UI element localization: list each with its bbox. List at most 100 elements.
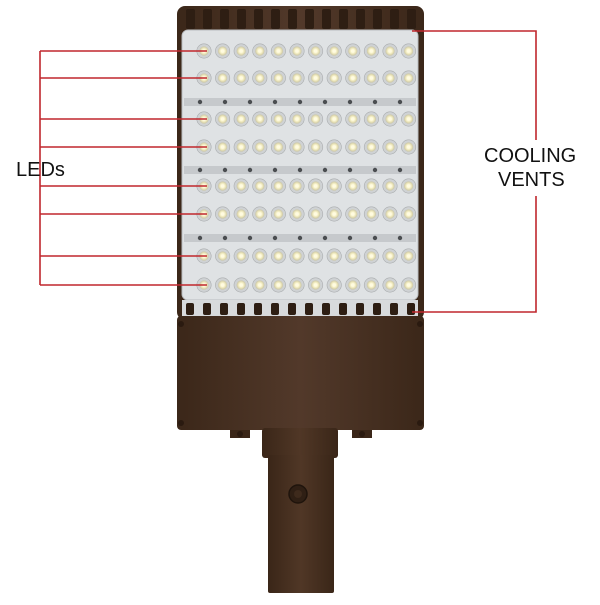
led (215, 277, 231, 293)
led (401, 139, 417, 155)
callout-line (412, 30, 537, 140)
led (289, 248, 305, 264)
led (289, 111, 305, 127)
led (215, 70, 231, 86)
led (252, 70, 268, 86)
leds-callout-bracket (39, 50, 207, 286)
screw-icon (417, 321, 423, 327)
led (308, 206, 324, 222)
led (233, 43, 249, 59)
led (252, 178, 268, 194)
vent-fin (254, 303, 262, 315)
led (401, 277, 417, 293)
led (326, 111, 342, 127)
led (215, 206, 231, 222)
led (308, 70, 324, 86)
led (308, 139, 324, 155)
led (382, 178, 398, 194)
led (401, 248, 417, 264)
led (270, 111, 286, 127)
led (345, 70, 361, 86)
vent-fin (339, 303, 347, 315)
led (270, 139, 286, 155)
led-grid (184, 43, 417, 293)
led (382, 248, 398, 264)
vent-fin (220, 9, 229, 29)
cooling-vent-fins-top (186, 9, 416, 29)
led (401, 43, 417, 59)
vent-fin (237, 303, 245, 315)
led (326, 139, 342, 155)
led (345, 139, 361, 155)
led (289, 206, 305, 222)
led (270, 178, 286, 194)
led (345, 111, 361, 127)
cooling-vent-fins-bottom (182, 300, 418, 316)
vent-fin (356, 9, 365, 29)
led (252, 206, 268, 222)
led (215, 111, 231, 127)
led (289, 70, 305, 86)
led (289, 178, 305, 194)
driver-housing (177, 316, 424, 438)
led (233, 139, 249, 155)
led (326, 248, 342, 264)
led (382, 43, 398, 59)
vent-fin (271, 303, 279, 315)
led (308, 178, 324, 194)
screw-icon (417, 420, 423, 426)
led (326, 70, 342, 86)
vent-fin (305, 9, 314, 29)
led (252, 248, 268, 264)
led (233, 206, 249, 222)
vent-fin (305, 303, 313, 315)
led (363, 248, 379, 264)
led (215, 248, 231, 264)
led (233, 248, 249, 264)
callout-line (412, 196, 537, 313)
led (363, 111, 379, 127)
led (270, 70, 286, 86)
vent-fin (322, 303, 330, 315)
led (363, 178, 379, 194)
led (289, 43, 305, 59)
vent-fin (373, 303, 381, 315)
vent-fin (203, 303, 211, 315)
led (270, 43, 286, 59)
vent-fin (390, 9, 399, 29)
led (233, 178, 249, 194)
led (382, 206, 398, 222)
vent-fin (203, 9, 212, 29)
led (233, 70, 249, 86)
vent-fin (407, 303, 415, 315)
led (308, 43, 324, 59)
screw-icon (178, 321, 184, 327)
led (326, 277, 342, 293)
led (252, 277, 268, 293)
led (215, 43, 231, 59)
led (345, 178, 361, 194)
vent-fin (254, 9, 263, 29)
vent-fin (288, 9, 297, 29)
led (345, 43, 361, 59)
led (252, 43, 268, 59)
led (326, 206, 342, 222)
vent-fin (407, 9, 416, 29)
led (363, 139, 379, 155)
vent-fin (237, 9, 246, 29)
led (401, 206, 417, 222)
leds-label: LEDs (16, 159, 65, 181)
led (289, 139, 305, 155)
led (252, 111, 268, 127)
screw-icon (178, 420, 184, 426)
led (363, 70, 379, 86)
led (252, 139, 268, 155)
vent-fin (288, 303, 296, 315)
led (382, 70, 398, 86)
led (345, 248, 361, 264)
vent-fin (186, 303, 194, 315)
led (363, 277, 379, 293)
led (270, 206, 286, 222)
